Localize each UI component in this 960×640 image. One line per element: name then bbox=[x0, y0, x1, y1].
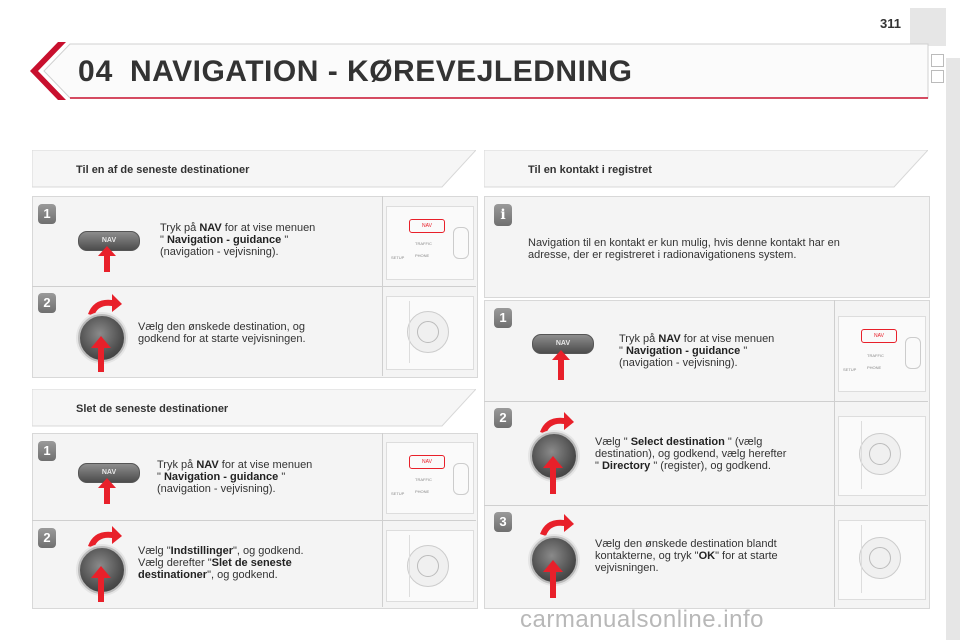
rotate-arrow-icon bbox=[540, 514, 574, 536]
section-heading: Slet de seneste destinationer bbox=[76, 403, 229, 415]
info-text: Navigation til en kontakt er kun mulig, … bbox=[528, 237, 840, 261]
step-badge: 1 bbox=[38, 441, 56, 461]
side-marker bbox=[931, 54, 944, 67]
watermark: carmanualsonline.info bbox=[520, 606, 764, 633]
divider bbox=[382, 433, 383, 607]
section-heading-frame bbox=[32, 150, 476, 188]
control-panel-illustration bbox=[838, 520, 926, 600]
info-box bbox=[484, 196, 930, 298]
press-arrow-icon bbox=[543, 560, 563, 598]
step-text: Vælg "Indstillinger", og godkend. Vælg d… bbox=[138, 545, 304, 581]
divider bbox=[382, 196, 383, 376]
section-heading-frame bbox=[32, 389, 476, 427]
step-badge: 1 bbox=[38, 204, 56, 224]
press-arrow-icon bbox=[543, 456, 563, 494]
step-badge: 2 bbox=[38, 293, 56, 313]
chapter-number: 04 bbox=[78, 55, 114, 88]
radio-panel-illustration: NAV TRAFFIC PHONE SETUP bbox=[386, 442, 474, 514]
press-arrow-icon bbox=[98, 246, 116, 272]
divider bbox=[834, 300, 835, 607]
radio-panel-illustration: NAV TRAFFIC PHONE SETUP bbox=[386, 206, 474, 280]
divider bbox=[32, 520, 476, 521]
section-heading: Til en af de seneste destinationer bbox=[76, 164, 250, 176]
step-text: Tryk på NAV for at vise menuen " Navigat… bbox=[160, 222, 316, 258]
control-panel-illustration bbox=[838, 416, 926, 496]
radio-panel-illustration: NAV TRAFFIC PHONE SETUP bbox=[838, 316, 926, 392]
section-heading: Til en kontakt i registret bbox=[528, 164, 652, 176]
rotate-arrow-icon bbox=[540, 412, 574, 434]
corner-tab bbox=[910, 8, 946, 46]
rotate-arrow-icon bbox=[88, 294, 122, 316]
press-arrow-icon bbox=[552, 350, 570, 380]
press-arrow-icon bbox=[91, 566, 111, 602]
section-heading-frame bbox=[484, 150, 928, 188]
divider bbox=[484, 401, 928, 402]
control-panel-illustration bbox=[386, 296, 474, 370]
side-marker bbox=[931, 70, 944, 83]
rotate-arrow-icon bbox=[88, 526, 122, 548]
control-panel-illustration bbox=[386, 530, 474, 602]
divider bbox=[32, 286, 476, 287]
right-edge-strip bbox=[946, 58, 960, 640]
step-text: Vælg den ønskede destination, og godkend… bbox=[138, 321, 306, 345]
page-number: 311 bbox=[880, 16, 901, 31]
chapter-title: NAVIGATION - KØREVEJLEDNING bbox=[130, 55, 633, 88]
step-badge: 2 bbox=[494, 408, 512, 428]
chapter-header-frame bbox=[30, 42, 929, 100]
press-arrow-icon bbox=[91, 336, 111, 372]
press-arrow-icon bbox=[98, 478, 116, 504]
step-badge: 2 bbox=[38, 528, 56, 548]
step-badge: 1 bbox=[494, 308, 512, 328]
step-text: Vælg " Select destination " (vælg destin… bbox=[595, 436, 787, 472]
step-text: Tryk på NAV for at vise menuen " Navigat… bbox=[157, 459, 313, 495]
step-text: Tryk på NAV for at vise menuen " Navigat… bbox=[619, 333, 775, 369]
step-text: Vælg den ønskede destination blandt kont… bbox=[595, 538, 778, 574]
step-badge: 3 bbox=[494, 512, 512, 532]
info-icon: i bbox=[494, 204, 512, 226]
divider bbox=[484, 505, 928, 506]
